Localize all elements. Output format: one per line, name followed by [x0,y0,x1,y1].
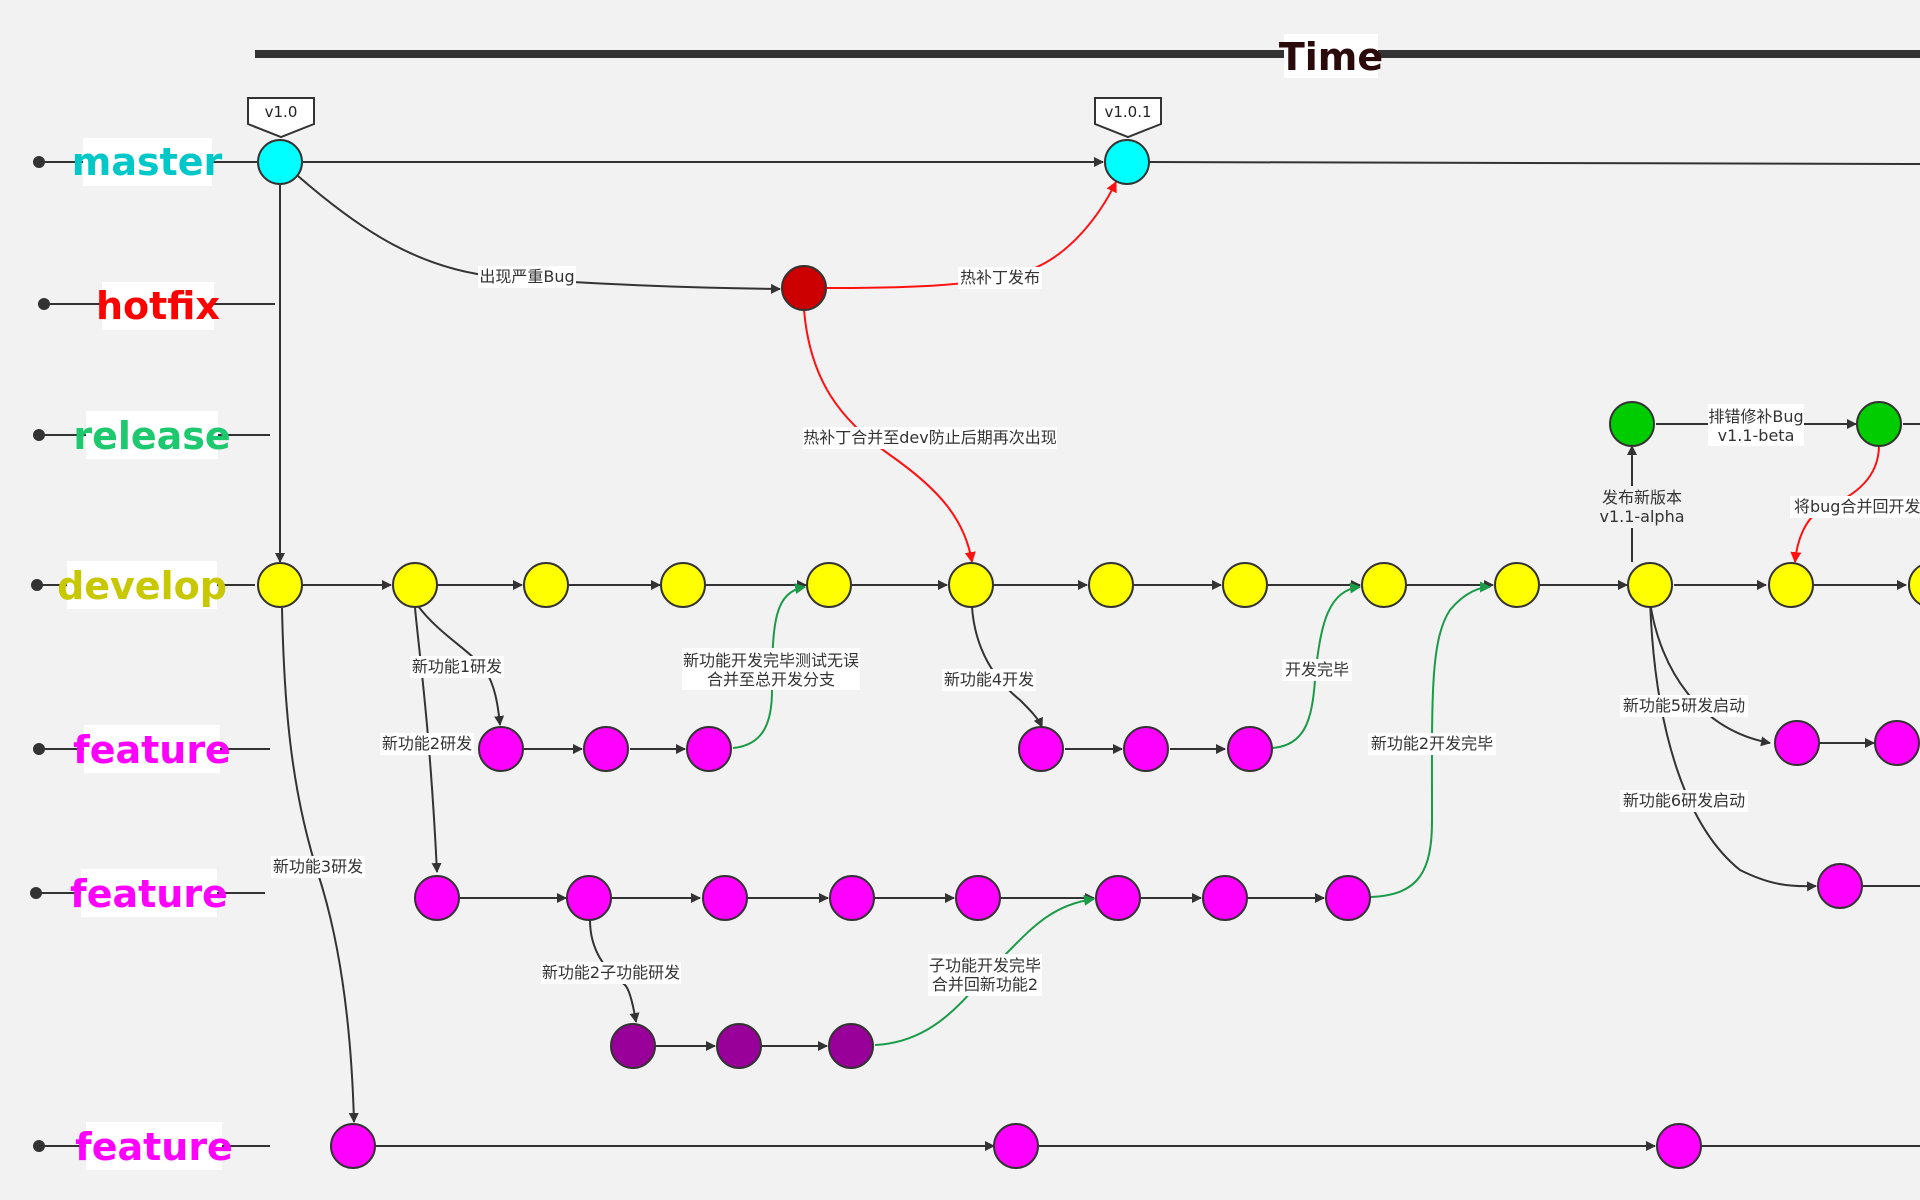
commit-develop [1088,562,1134,608]
commit-feature [414,875,460,921]
commit-feature [1227,726,1273,772]
tag-v1-0: v1.0 [247,97,315,139]
branch-label-master: master [72,140,223,184]
commit-feature [686,726,732,772]
branch-label-release: release [73,414,230,458]
label-feature-done-2: 合并至总开发分支 [707,670,835,689]
commit-release [1856,401,1902,447]
commit-master [1104,139,1150,185]
commit-develop [1627,562,1673,608]
tag-v1-0-label: v1.0 [265,103,298,121]
version-tags: v1.0 v1.0.1 [247,97,1162,139]
edge-feature2-to-sub [589,919,640,1023]
label-feature2-done: 新功能2开发完毕 [1371,734,1493,753]
branch-lanes: master hotfix release develop feature fe… [30,138,275,1170]
commit-subfeature [610,1023,656,1069]
label-new-release-2: v1.1-alpha [1599,507,1684,526]
commit-feature [955,875,1001,921]
label-serious-bug: 出现严重Bug [479,267,574,286]
label-feature5-start: 新功能5研发启动 [1623,696,1745,715]
commit-feature [829,875,875,921]
commit-feature [1018,726,1064,772]
branch-label-develop: develop [57,564,227,608]
time-title-bg [1284,34,1378,78]
commit-master [257,139,303,185]
commit-feature [478,726,524,772]
tag-v1-0-1: v1.0.1 [1094,97,1162,139]
commit-feature [1325,875,1371,921]
commit-feature [1817,863,1863,909]
label-feature2-dev: 新功能2研发 [382,734,472,753]
branch-label-feature-3: feature [75,1125,233,1169]
commit-feature [566,875,612,921]
edge-labels: 出现严重Bug 热补丁发布 热补丁合并至dev防止后期再次出现 排错修补Bug … [271,266,1920,996]
commit-subfeature [716,1023,762,1069]
label-feature3-dev: 新功能3研发 [273,857,363,876]
edges [275,157,1920,1151]
commit-develop [523,562,569,608]
commit-develop [1222,562,1268,608]
commit-feature [1095,875,1141,921]
branch-label-hotfix: hotfix [96,284,220,328]
commit-develop [1494,562,1540,608]
edge-develop-to-feature2 [414,607,442,873]
commit-develop [660,562,706,608]
label-fix-bug-2: v1.1-beta [1718,426,1795,445]
commit-develop [257,562,303,608]
commit-subfeature [828,1023,874,1069]
label-sub-done-2: 合并回新功能2 [932,975,1038,994]
commit-nodes [257,139,1920,1169]
commit-develop [806,562,852,608]
commit-develop [1908,564,1920,606]
tag-v1-0-1-label: v1.0.1 [1104,103,1151,121]
edge-develop-to-feature6 [1649,599,1817,892]
label-sub-done-1: 子功能开发完毕 [929,956,1041,975]
commit-feature [330,1123,376,1169]
commit-feature [1656,1123,1702,1169]
edge-hotfix-to-develop [803,309,976,564]
commit-feature [1774,720,1820,766]
label-sub-feature-dev: 新功能2子功能研发 [542,963,680,982]
commit-develop [1361,562,1407,608]
commit-feature [1202,875,1248,921]
label-feature1-dev: 新功能1研发 [412,657,502,676]
commit-develop [948,562,994,608]
branch-label-feature-2: feature [70,872,228,916]
commit-develop [392,562,438,608]
label-feature-done-1: 新功能开发完毕测试无误 [683,651,859,670]
label-fix-bug-1: 排错修补Bug [1708,407,1803,426]
time-axis: Time [255,34,1920,79]
label-new-release-1: 发布新版本 [1602,488,1682,507]
commit-feature [1123,726,1169,772]
label-hotfix-merge-dev: 热补丁合并至dev防止后期再次出现 [803,428,1056,447]
edge-develop-to-feature5 [1649,601,1771,747]
label-feature6-start: 新功能6研发启动 [1623,791,1745,810]
label-feature4-dev: 新功能4开发 [944,670,1034,689]
commit-develop [1768,562,1814,608]
time-title: Time [1279,35,1383,79]
edge-master-tail [1149,161,1920,165]
commit-hotfix [781,265,827,311]
label-merge-bug-back: 将bug合并回开发 [1794,497,1920,516]
label-hotfix-release: 热补丁发布 [960,268,1040,287]
edge-develop-to-feature4 [971,606,1043,728]
commit-feature [702,875,748,921]
label-dev-done: 开发完毕 [1285,660,1349,679]
edge-develop-to-feature3 [281,607,359,1123]
commit-feature [1874,720,1920,766]
commit-release [1609,401,1655,447]
commit-feature [583,726,629,772]
branch-label-feature-1: feature [73,728,231,772]
edge-feature2-to-develop [1370,581,1492,898]
commit-feature [993,1123,1039,1169]
